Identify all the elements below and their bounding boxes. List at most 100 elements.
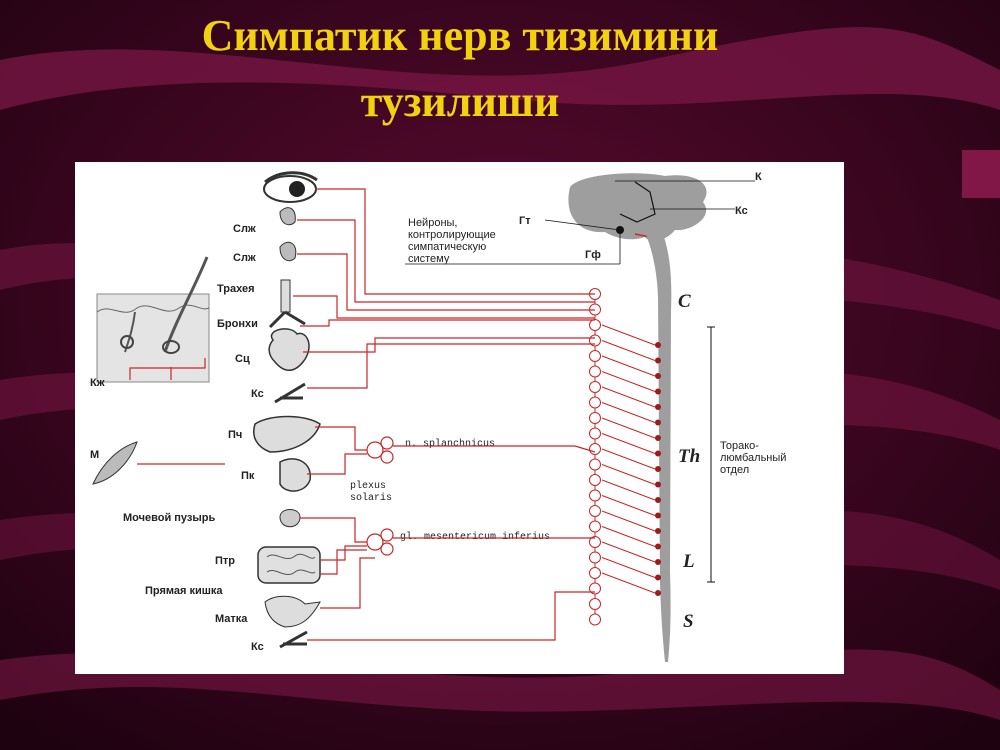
slide-title-line-1: Симпатик нерв тизимини (201, 11, 719, 60)
preganglionic-fibre (601, 464, 656, 485)
label-solaris: solaris (350, 492, 392, 504)
label-n-splanchnicus: n. splanchnicus (405, 438, 495, 450)
label-intestine: Птр (215, 555, 235, 567)
intestine-icon (257, 546, 321, 584)
region-label-2: люмбальный (720, 452, 786, 464)
label-bronchi: Бронхи (217, 318, 258, 330)
spinal-neuron-dot (655, 512, 661, 519)
ganglion-node (589, 458, 601, 471)
spinal-neuron-dot (655, 559, 661, 565)
segment-th: Th (678, 446, 700, 467)
neurons-label-3: симпатическую (408, 241, 486, 253)
ganglion-node (589, 350, 601, 362)
spinal-neuron-dot (655, 481, 661, 488)
segment-c: C (678, 291, 691, 312)
preganglionic-fibre (601, 510, 656, 532)
label-muscle: М (90, 449, 99, 461)
label-uterus: Матка (215, 613, 248, 625)
liver-icon (253, 415, 321, 453)
spinal-neuron-dot (655, 419, 661, 426)
preganglionic-fibre (601, 355, 656, 377)
preganglionic-fibre (601, 371, 656, 392)
label-gt: Гт (519, 215, 531, 227)
spinal-neuron-dot (655, 357, 661, 364)
preganglionic-fibre (601, 448, 656, 470)
ganglion-node (589, 365, 601, 378)
trachea-bronchi-icon (268, 279, 306, 329)
region-label-3: отдел (720, 464, 749, 476)
thoracolumbar-bracket (707, 326, 715, 583)
label-slzh-2: Слж (233, 252, 256, 264)
preganglionic-fibre (601, 526, 656, 547)
ganglion-node (589, 598, 601, 610)
mesenteric-ganglion-icon (366, 528, 394, 556)
preganglionic-fibre (601, 572, 656, 594)
preganglionic-fibre (601, 479, 656, 501)
spinal-neuron-dot (655, 574, 661, 581)
preganglionic-fibre (601, 340, 656, 361)
ganglion-node (589, 489, 601, 502)
sympathetic-trunk-ganglia (589, 288, 601, 626)
preganglionic-fibre (601, 433, 656, 454)
neurons-label-2: контролирующие (408, 229, 496, 241)
label-liver: Пч (228, 429, 242, 441)
preganglionic-fibre (601, 402, 656, 423)
spinal-neuron-dot (655, 435, 661, 441)
segment-s: S (683, 611, 694, 632)
label-skin: Кж (90, 377, 105, 389)
label-gl-mesentericum: gl. mesentericum inferius (400, 531, 550, 543)
ganglion-node (589, 443, 601, 455)
neurons-label-4: систему (408, 253, 450, 265)
label-trachea: Трахея (217, 283, 255, 295)
nerve-fibres (129, 188, 596, 641)
skin-section-icon (96, 256, 210, 383)
spinal-neuron-dot (655, 404, 661, 410)
pancreas-stomach-icon (279, 458, 311, 492)
label-bladder: Мочевой пузырь (123, 512, 215, 524)
slide-title-line-2: тузилиши (360, 77, 560, 126)
label-ks-brain: Кс (735, 205, 748, 217)
sympathetic-nervous-system-diagram: К Кс Гт Гф Нейроны, контролирующие симпа… (75, 162, 844, 674)
label-k: К (755, 171, 762, 183)
label-pancreas: Пк (241, 470, 255, 482)
spinal-neuron-dot (655, 497, 661, 503)
ganglion-node (589, 412, 601, 424)
label-ks-bottom: Кс (251, 641, 264, 653)
spinal-neuron-dot (655, 450, 661, 457)
brain (568, 173, 707, 253)
preganglionic-fibre (601, 417, 656, 439)
segment-l: L (682, 551, 695, 572)
label-slzh-1: Слж (233, 223, 256, 235)
label-plexus: plexus (350, 480, 386, 492)
label-rectum: Прямая кишка (145, 585, 223, 597)
lacrimal-gland-icon (279, 207, 296, 226)
spinal-neuron-dot (655, 528, 661, 534)
preganglionic-fibre (601, 495, 656, 516)
ganglion-node (589, 520, 601, 533)
ganglion-node (589, 381, 601, 393)
spinal-neuron-dots (601, 324, 661, 596)
preganglionic-fibre (601, 557, 656, 578)
preganglionic-fibre (601, 324, 656, 346)
ganglion-node (589, 396, 601, 409)
uterus-icon (264, 595, 321, 628)
ganglion-node (589, 551, 601, 564)
ganglion-node (589, 613, 601, 626)
preganglionic-fibre (601, 541, 656, 563)
neurons-label-1: Нейроны, (408, 217, 457, 229)
label-heart: Сц (235, 353, 250, 365)
preganglionic-fibre (601, 386, 656, 408)
spinal-neuron-dot (655, 466, 661, 472)
eye-icon (263, 171, 318, 203)
label-ks-vessel: Кс (251, 388, 264, 400)
ganglion-node (589, 505, 601, 517)
heart-icon (268, 328, 310, 371)
spinal-neuron-dot (655, 388, 661, 395)
label-gf: Гф (585, 249, 601, 261)
blood-vessel-bottom-icon (279, 630, 308, 649)
blood-vessel-icon (274, 382, 306, 404)
spinal-cord (645, 232, 672, 662)
ganglion-node (589, 427, 601, 440)
salivary-gland-icon (279, 241, 297, 262)
celiac-ganglion-icon (366, 436, 394, 464)
